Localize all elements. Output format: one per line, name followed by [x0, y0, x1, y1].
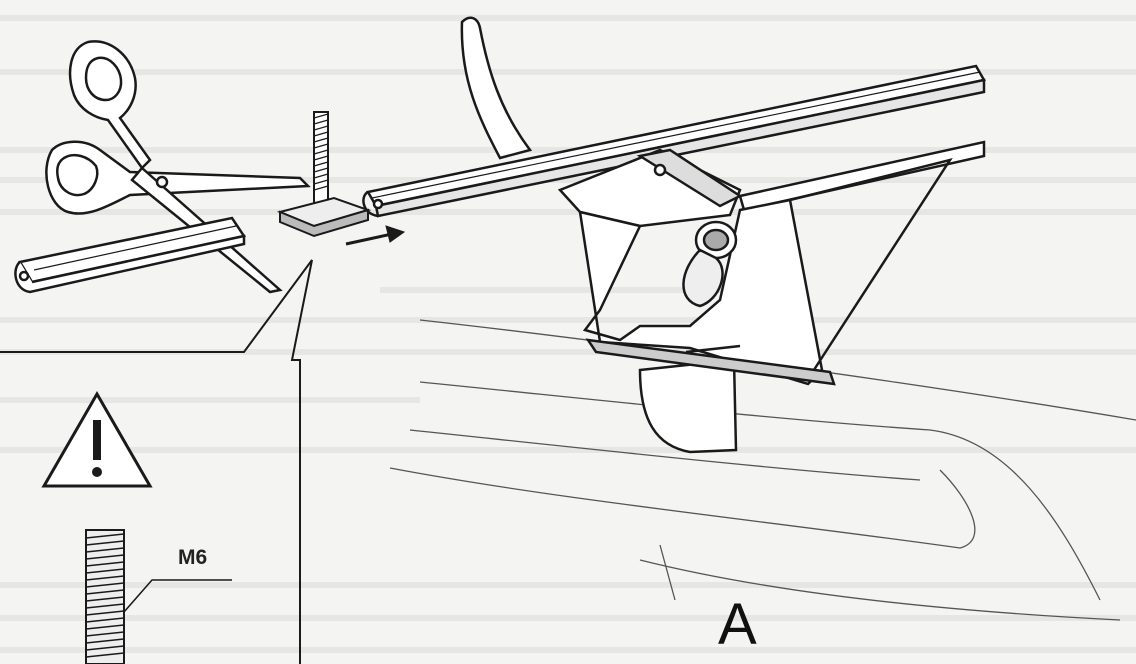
step-letter: A [718, 592, 757, 657]
rubber-strip [14, 216, 247, 294]
insert-arrow [345, 225, 406, 246]
roof-rack-foot [460, 16, 953, 454]
m6-thread-detail [85, 529, 232, 664]
thread-size-label: M6 [178, 546, 208, 569]
warning-icon [41, 390, 153, 488]
bleed-through-texture [0, 15, 1136, 653]
detail-callout [0, 259, 313, 664]
t-bolt [276, 111, 372, 238]
roof-bar [362, 64, 986, 218]
